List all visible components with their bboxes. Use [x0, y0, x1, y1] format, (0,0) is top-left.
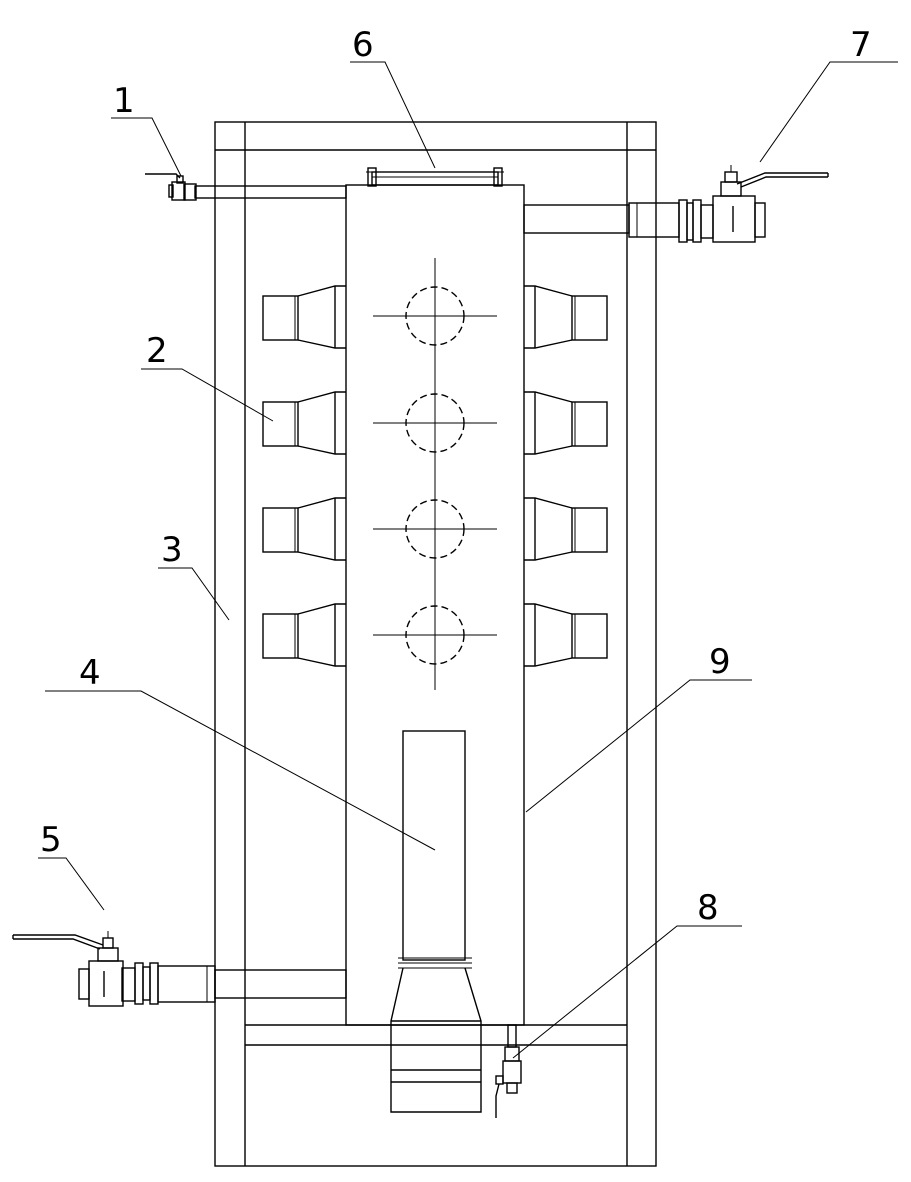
dashed-circle: [373, 499, 497, 559]
label-2: 2: [146, 331, 168, 371]
label-1: 1: [113, 81, 135, 121]
bottom-left-valve: [12, 931, 347, 1007]
label-9: 9: [709, 642, 731, 682]
part-labels: 1 2 3 4 5 6 7 8 9: [40, 25, 872, 928]
right-nozzle: [524, 603, 608, 667]
left-nozzles: [262, 285, 346, 667]
left-nozzle: [262, 391, 346, 455]
label-6: 6: [352, 25, 374, 65]
inner-tube: [390, 730, 482, 1113]
outer-frame: [214, 121, 657, 1167]
top-left-pipe: [145, 173, 347, 201]
label-4: 4: [79, 653, 101, 693]
label-3: 3: [161, 530, 183, 570]
left-nozzle: [262, 285, 346, 349]
leader-lines: [38, 61, 898, 1059]
dashed-circle: [373, 286, 497, 346]
right-nozzle: [524, 391, 608, 455]
bottom-drain-valve: [495, 1024, 522, 1118]
top-right-valve: [523, 165, 829, 243]
label-8: 8: [697, 888, 719, 928]
right-nozzle: [524, 497, 608, 561]
dashed-circle: [373, 393, 497, 453]
right-nozzle: [524, 285, 608, 349]
label-5: 5: [40, 820, 62, 860]
left-nozzle: [262, 497, 346, 561]
dashed-circle: [373, 605, 497, 665]
viewport-circles: [373, 258, 497, 690]
right-nozzles: [524, 285, 608, 667]
top-cover: [366, 167, 504, 187]
left-nozzle: [262, 603, 346, 667]
label-7: 7: [850, 25, 872, 65]
